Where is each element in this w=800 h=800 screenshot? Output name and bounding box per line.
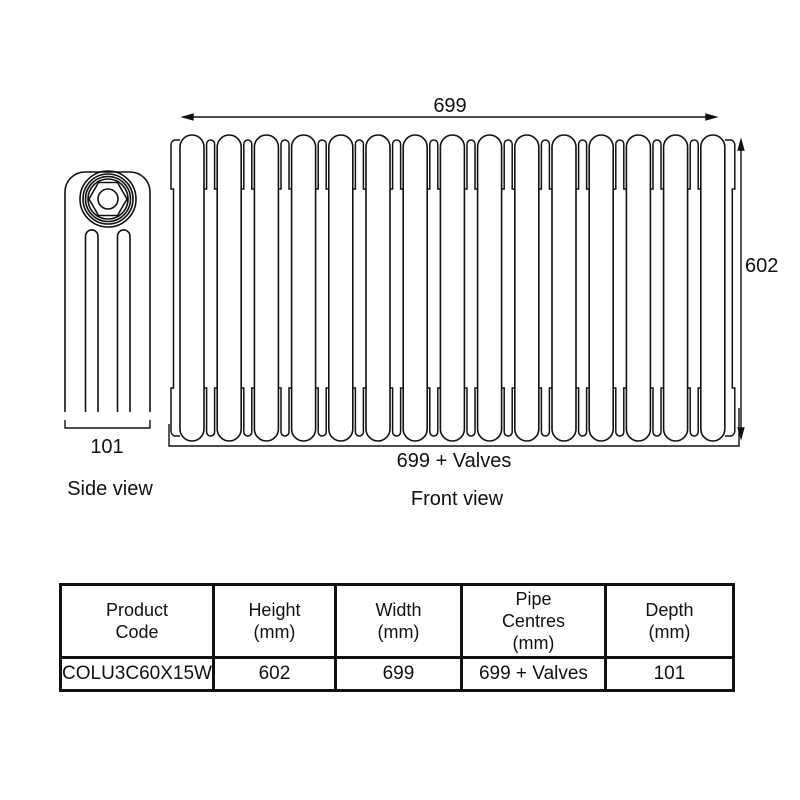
table-data-row: COLU3C60X15W 602 699 699 + Valves 101 (59, 656, 735, 692)
table-header-row: Product Code Height (mm) Width (mm) Pipe… (59, 583, 735, 659)
header-pipe-centres: Pipe Centres (mm) (459, 583, 607, 659)
cell-pipe-centres: 699 + Valves (459, 656, 607, 692)
specification-table: Product Code Height (mm) Width (mm) Pipe… (59, 583, 735, 692)
cell-width: 699 (333, 656, 463, 692)
cell-product-code: COLU3C60X15W (59, 656, 215, 692)
front-view-drawing (170, 134, 736, 442)
front-view-pipe-centres-dimension: 699 + Valves (396, 450, 512, 472)
header-height: Height (mm) (211, 583, 337, 659)
cell-height: 602 (211, 656, 337, 692)
side-view-depth-dimension: 101 (90, 436, 124, 458)
radiator-sections (179, 134, 726, 442)
header-depth: Depth (mm) (603, 583, 735, 659)
dimension-lines (168, 113, 745, 447)
header-width: Width (mm) (333, 583, 463, 659)
cell-depth: 101 (603, 656, 735, 692)
side-view-caption: Side view (67, 478, 153, 500)
radiator-technical-drawing (64, 113, 745, 447)
front-view-height-dimension: 602 (745, 255, 779, 277)
front-view-caption: Front view (410, 488, 504, 510)
header-product-code: Product Code (59, 583, 215, 659)
valve-icon (79, 170, 137, 228)
side-view-drawing (64, 170, 151, 429)
front-view-width-dimension: 699 (433, 95, 467, 117)
